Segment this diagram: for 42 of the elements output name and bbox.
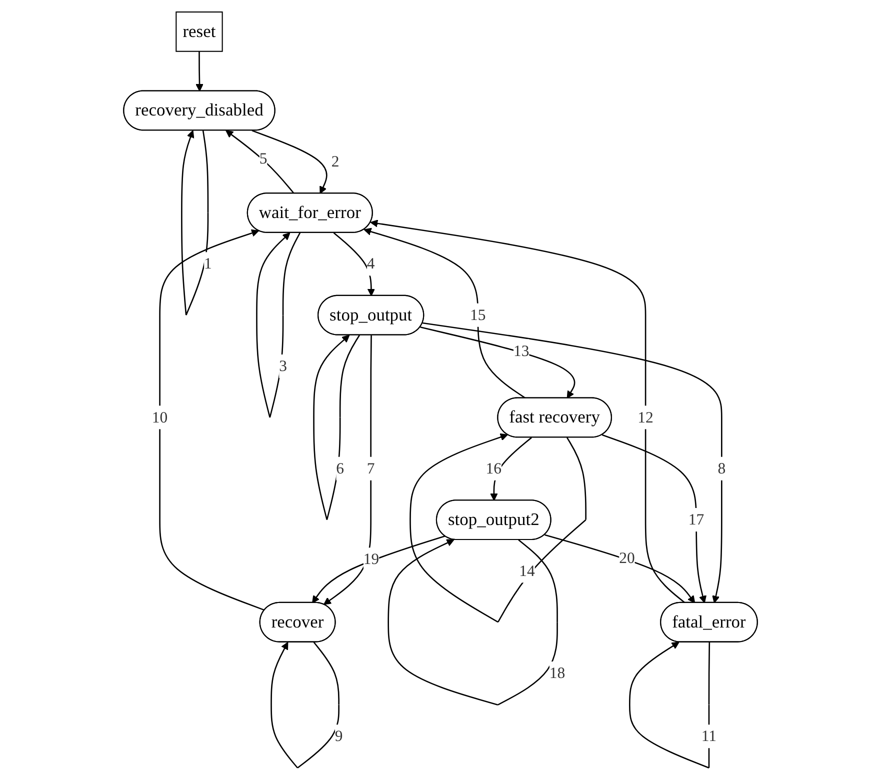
- edge-label: 8: [718, 459, 726, 477]
- edge-label: 3: [279, 357, 287, 375]
- edge-label: 12: [638, 408, 654, 426]
- edge-label: 15: [470, 306, 486, 324]
- edge-label: 4: [366, 254, 375, 272]
- arrow: [333, 232, 376, 296]
- arrow: [312, 535, 446, 604]
- arrow: [313, 334, 360, 520]
- node-box: reset: [176, 11, 223, 52]
- arrow: [252, 130, 328, 194]
- arrow: [490, 437, 532, 501]
- arrow: [181, 130, 209, 316]
- arrow: [370, 220, 686, 604]
- edge-label: 5: [259, 149, 268, 167]
- arrow: [226, 130, 295, 194]
- arrow: [196, 51, 204, 92]
- edge-label: 9: [334, 727, 343, 745]
- edge-label: 1: [204, 254, 212, 272]
- edge-label: 16: [486, 459, 502, 477]
- edge-label: 20: [619, 549, 635, 567]
- arrow: [420, 326, 576, 399]
- edge-label: 18: [549, 664, 566, 682]
- edge-label: 19: [363, 550, 380, 568]
- edge-label: 10: [152, 408, 168, 426]
- arrow: [602, 434, 707, 604]
- arrow: [629, 642, 710, 768]
- arrow: [544, 534, 696, 604]
- arrow: [159, 229, 265, 611]
- edge-label: 2: [331, 152, 340, 170]
- arrow: [256, 232, 301, 418]
- arrow: [364, 228, 526, 399]
- arrow: [422, 322, 722, 604]
- edge-label: 6: [336, 459, 344, 477]
- arrow: [270, 642, 340, 768]
- arrow: [410, 433, 586, 623]
- edge-label: 14: [519, 562, 535, 580]
- edge-label: 13: [514, 342, 530, 360]
- edge-label: 11: [701, 727, 717, 745]
- edge-label: 17: [688, 510, 704, 528]
- arrow: [388, 539, 558, 706]
- arrow: [323, 335, 372, 605]
- edge-label: 7: [366, 459, 375, 477]
